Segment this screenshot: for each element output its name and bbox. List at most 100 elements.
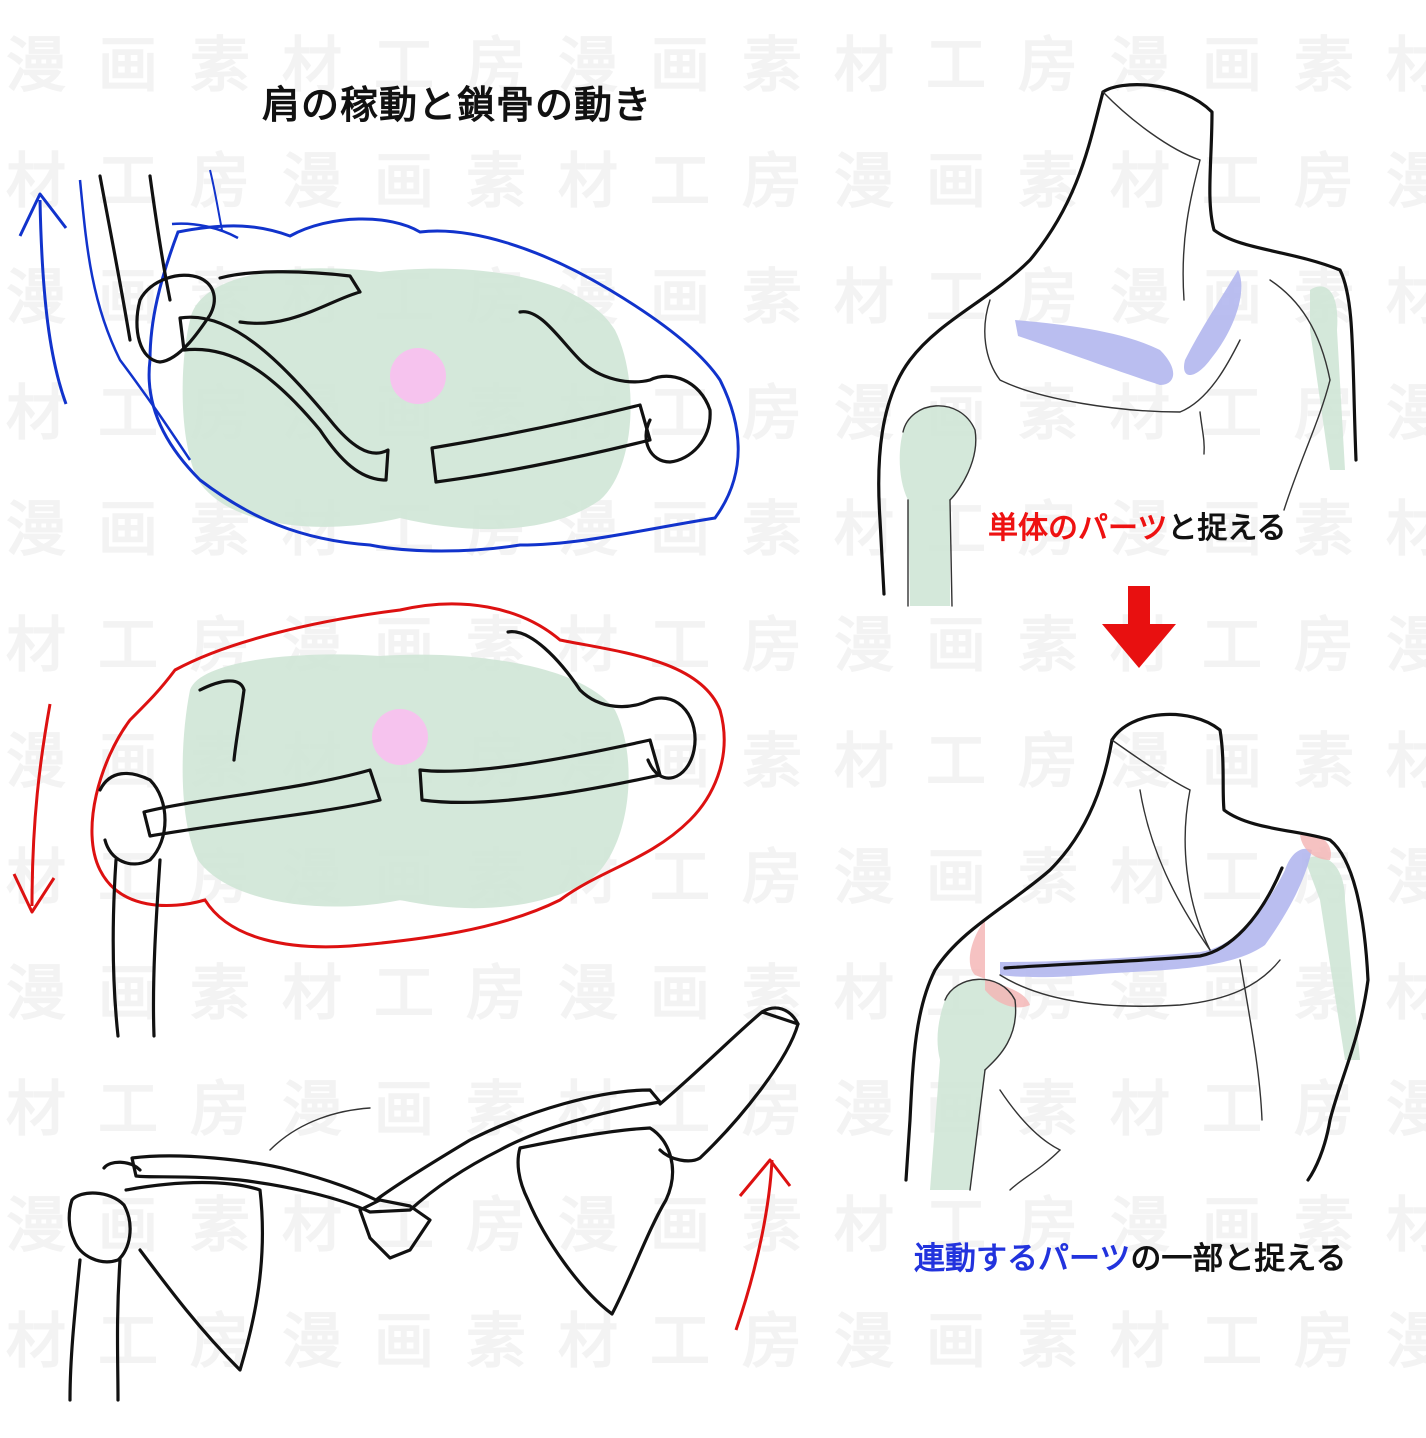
watermark-glyph: 素 xyxy=(190,31,250,101)
watermark-glyph: 材 xyxy=(558,1307,618,1377)
watermark-glyph: 材 xyxy=(834,727,894,797)
watermark-glyph: 素 xyxy=(742,263,802,333)
watermark-glyph: 工 xyxy=(374,1191,434,1261)
watermark-glyph: 材 xyxy=(834,495,894,565)
watermark-glyph: 工 xyxy=(98,611,158,681)
neck-dot xyxy=(390,348,446,404)
watermark-glyph: 工 xyxy=(650,1307,710,1377)
watermark-glyph: 漫 xyxy=(1386,379,1426,449)
caption-connected-part-highlight: 連動するパーツ xyxy=(914,1241,1131,1277)
watermark-glyph: 素 xyxy=(190,1191,250,1261)
watermark-glyph: 材 xyxy=(1110,1307,1170,1377)
clavicle-highlight-2 xyxy=(1000,848,1312,978)
watermark-glyph: 工 xyxy=(926,263,986,333)
watermark-glyph: 画 xyxy=(650,727,710,797)
shoulders-raised-figure xyxy=(18,169,740,553)
watermark-glyph: 素 xyxy=(466,147,526,217)
watermark-glyph: 材 xyxy=(6,611,66,681)
watermark-glyph: 漫 xyxy=(6,1191,66,1261)
caption-single-part-highlight: 単体のパーツ xyxy=(988,511,1168,546)
watermark-glyph: 工 xyxy=(98,1307,158,1377)
watermark-glyph: 房 xyxy=(1018,31,1078,101)
watermark-glyph: 素 xyxy=(1018,611,1078,681)
watermark-glyph: 房 xyxy=(742,1307,802,1377)
watermark-glyph: 漫 xyxy=(282,147,342,217)
caption-single-part: 単体のパーツと捉える xyxy=(988,514,1287,544)
joint-highlight xyxy=(969,920,1030,1008)
watermark-glyph: 漫 xyxy=(6,959,66,1029)
watermark-glyph: 素 xyxy=(1018,1307,1078,1377)
watermark-glyph: 画 xyxy=(926,611,986,681)
watermark-glyph: 素 xyxy=(1018,379,1078,449)
watermark-glyph: 工 xyxy=(926,1191,986,1261)
watermark-glyph: 素 xyxy=(1294,31,1354,101)
watermark-glyph: 材 xyxy=(1386,959,1426,1029)
watermark-glyph: 房 xyxy=(1018,1191,1078,1261)
watermark-glyph: 漫 xyxy=(6,727,66,797)
watermark-glyph: 材 xyxy=(834,959,894,1029)
clavicle-highlight xyxy=(1015,320,1174,385)
watermark-glyph: 材 xyxy=(6,1307,66,1377)
watermark-glyph: 房 xyxy=(1018,727,1078,797)
watermark-glyph: 漫 xyxy=(834,843,894,913)
watermark-glyph: 工 xyxy=(926,31,986,101)
watermark-glyph: 材 xyxy=(834,1191,894,1261)
watermark-glyph: 素 xyxy=(742,495,802,565)
watermark-glyph: 材 xyxy=(6,1075,66,1145)
watermark-glyph: 工 xyxy=(98,147,158,217)
watermark-glyph: 工 xyxy=(1202,611,1262,681)
watermark-glyph: 材 xyxy=(1386,1191,1426,1261)
watermark-glyph: 素 xyxy=(466,1075,526,1145)
watermark-glyph: 材 xyxy=(1386,495,1426,565)
watermark-glyph: 工 xyxy=(650,147,710,217)
watermark-glyph: 工 xyxy=(650,843,710,913)
watermark-glyph: 工 xyxy=(926,727,986,797)
arrow-up-icon xyxy=(18,192,68,405)
shoulders-lowered-figure xyxy=(12,602,726,1038)
watermark-glyph: 画 xyxy=(650,1191,710,1261)
watermark-glyph: 漫 xyxy=(558,1191,618,1261)
watermark-glyph: 漫 xyxy=(282,1075,342,1145)
watermark-glyph: 材 xyxy=(1110,379,1170,449)
watermark-glyph: 材 xyxy=(558,147,618,217)
watermark-glyph: 工 xyxy=(98,379,158,449)
watermark-glyph: 工 xyxy=(98,843,158,913)
watermark-glyph: 房 xyxy=(1294,147,1354,217)
shoulder-single-part-figure xyxy=(877,83,1358,607)
watermark-glyph: 素 xyxy=(742,31,802,101)
torso-top-fill-2 xyxy=(182,654,629,909)
watermark-glyph: 画 xyxy=(98,31,158,101)
watermark-glyph: 画 xyxy=(98,959,158,1029)
watermark-glyph: 漫 xyxy=(558,31,618,101)
watermark-glyph: 画 xyxy=(374,147,434,217)
shoulder-skeleton-figure xyxy=(67,1006,800,1402)
watermark-glyph: 房 xyxy=(190,1075,250,1145)
caption-connected-part: 連動するパーツの一部と捉える xyxy=(914,1244,1346,1275)
watermark-glyph: 漫 xyxy=(6,31,66,101)
watermark-glyph: 素 xyxy=(1018,147,1078,217)
caption-connected-part-rest: の一部と捉える xyxy=(1130,1241,1347,1277)
watermark-glyph: 素 xyxy=(1018,1075,1078,1145)
watermark-glyph: 画 xyxy=(650,31,710,101)
watermark-glyph: 素 xyxy=(190,959,250,1029)
lowered-outline xyxy=(90,602,726,949)
watermark-glyph: 漫 xyxy=(1110,727,1170,797)
watermark-glyph: 房 xyxy=(742,147,802,217)
watermark-glyph: 画 xyxy=(1202,1191,1262,1261)
watermark-glyph: 素 xyxy=(466,1307,526,1377)
watermark-glyph: 材 xyxy=(1110,843,1170,913)
watermark-glyph: 材 xyxy=(282,1191,342,1261)
watermark-glyph: 工 xyxy=(650,379,710,449)
watermark-glyph: 漫 xyxy=(1386,611,1426,681)
watermark-glyph: 房 xyxy=(190,147,250,217)
watermark-glyph: 材 xyxy=(834,263,894,333)
watermark-glyph: 画 xyxy=(926,1307,986,1377)
watermark-glyph: 画 xyxy=(650,959,710,1029)
watermark-glyph: 工 xyxy=(1202,379,1262,449)
watermark-glyph: 漫 xyxy=(1386,1307,1426,1377)
watermark-glyph: 漫 xyxy=(834,611,894,681)
watermark-glyph: 画 xyxy=(98,1191,158,1261)
watermark-glyph: 材 xyxy=(1386,727,1426,797)
watermark-glyph: 材 xyxy=(834,31,894,101)
watermark-glyph: 房 xyxy=(1294,1075,1354,1145)
